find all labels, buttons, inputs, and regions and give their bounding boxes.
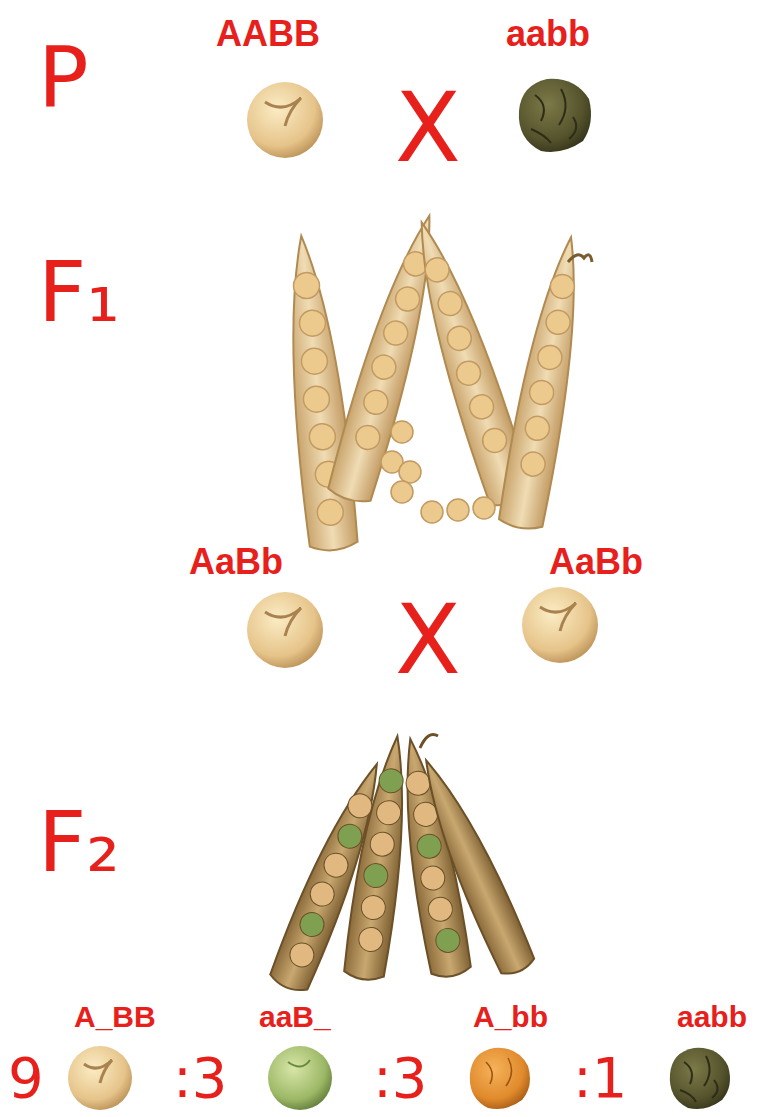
genotype-label: aabb: [506, 16, 590, 52]
f2-pods: [267, 733, 538, 995]
orange-wrinkled-pea: [470, 1048, 530, 1109]
green-wrinkled-pea: [670, 1048, 730, 1109]
genotype-label: aaB_: [259, 1002, 331, 1032]
yellow-round-pea: [247, 82, 323, 158]
green-round-pea: [268, 1046, 332, 1110]
ratio-number: :3: [373, 1050, 428, 1106]
cross-symbol: X: [395, 592, 461, 688]
f1-pods: [276, 209, 593, 552]
green-wrinkled-pea: [519, 79, 591, 152]
yellow-round-pea: [522, 587, 598, 663]
generation-label: F₂: [38, 800, 120, 884]
yellow-round-pea: [247, 592, 323, 668]
genotype-label: A_BB: [74, 1002, 156, 1032]
genotype-label: AaBb: [549, 544, 643, 580]
genotype-label: aabb: [677, 1002, 747, 1032]
ratio-number: :3: [173, 1050, 228, 1106]
genotype-label: AaBb: [189, 544, 283, 580]
genotype-label: AABB: [216, 16, 320, 52]
cross-symbol: X: [395, 80, 461, 176]
ratio-number: :1: [573, 1050, 628, 1106]
generation-label: F₁: [38, 250, 120, 334]
yellow-round-pea: [68, 1046, 132, 1110]
generation-label: P: [38, 36, 89, 120]
genotype-label: A_bb: [473, 1002, 548, 1032]
ratio-number: 9: [8, 1050, 44, 1106]
